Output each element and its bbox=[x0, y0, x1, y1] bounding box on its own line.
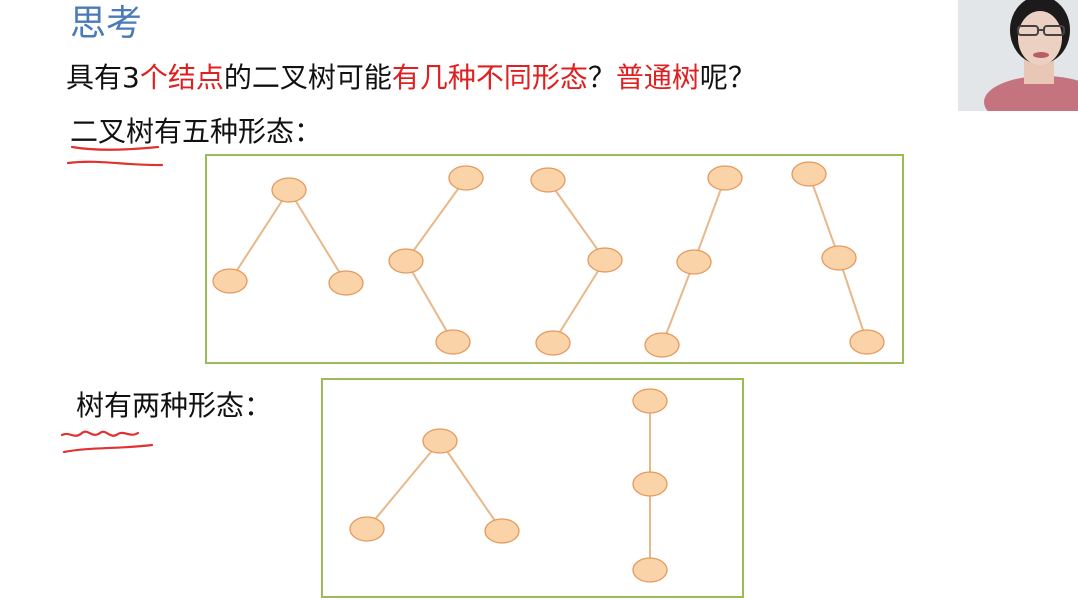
question-highlight-ordinary-tree: 普通树 bbox=[615, 61, 700, 94]
presenter-video-thumbnail-icon bbox=[958, 0, 1078, 111]
slide-title: 思考 bbox=[70, 3, 143, 44]
binary-tree-forms-panel bbox=[205, 154, 904, 364]
binary-tree-forms-label: 二叉树有五种形态： bbox=[70, 115, 323, 148]
question-text: 具有3个结点的二叉树可能有几种不同形态？普通树呢？ bbox=[66, 58, 756, 98]
question-part-1: 具有3 bbox=[66, 61, 140, 94]
presenter-webcam bbox=[958, 0, 1078, 111]
question-part-7: 呢？ bbox=[699, 61, 756, 94]
ordinary-tree-forms-label: 树有两种形态： bbox=[76, 389, 273, 422]
ordinary-tree-forms-panel bbox=[321, 378, 744, 598]
question-part-5: ？ bbox=[587, 61, 616, 94]
question-highlight-nodes: 个结点 bbox=[139, 61, 224, 94]
question-highlight-forms: 有几种不同形态 bbox=[391, 61, 588, 94]
handwritten-underline-tree bbox=[60, 430, 154, 454]
question-part-3: 的二叉树可能 bbox=[223, 61, 392, 94]
